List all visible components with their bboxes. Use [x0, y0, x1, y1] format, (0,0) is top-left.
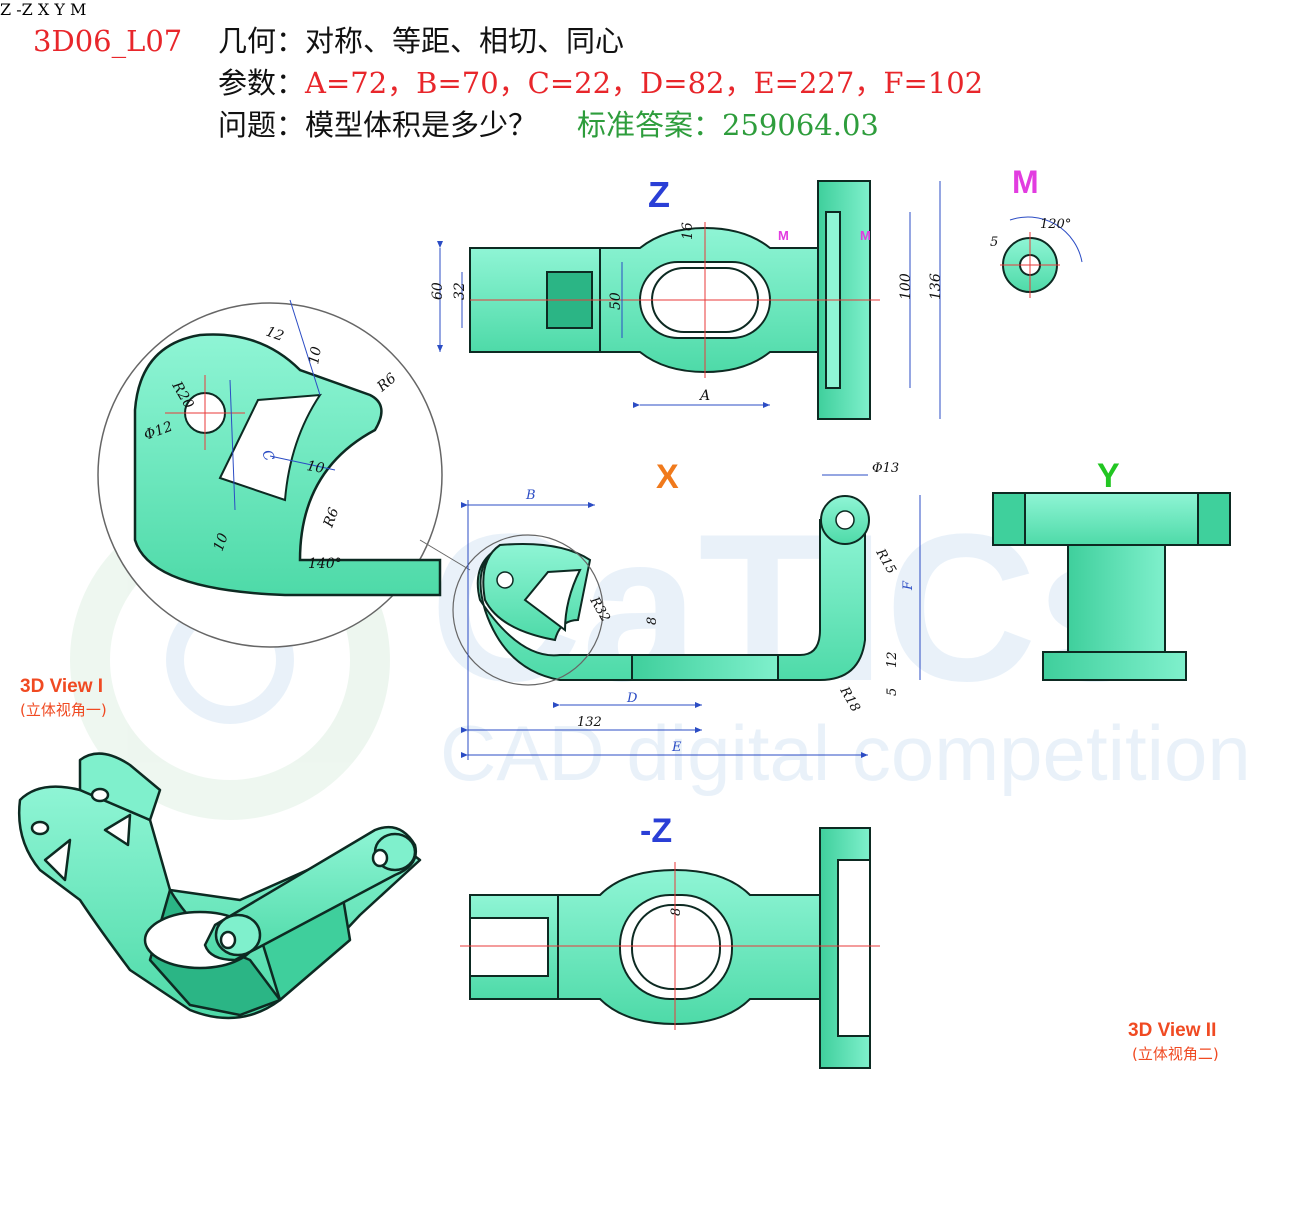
- dim-x-8: 8: [645, 617, 660, 625]
- view2-title: 3D View II: [1128, 1020, 1217, 1041]
- dim-z-32: 32: [452, 282, 468, 300]
- view2-subtitle: (立体视角二): [1132, 1045, 1219, 1063]
- detail-leader: [419, 539, 471, 571]
- dim-z-50: 50: [608, 292, 624, 310]
- y-view: [992, 492, 1231, 681]
- standard-answer: 标准答案：259064.03: [577, 108, 879, 142]
- x-view-dims: [461, 474, 921, 760]
- dim-neg-z-8: 8: [669, 908, 684, 916]
- dim-detail-140: 140°: [308, 556, 342, 572]
- label-x: X: [656, 458, 679, 496]
- dim-detail-r6b: R6: [320, 506, 342, 531]
- arrow-y: Y: [54, 0, 65, 19]
- dim-detail-10c: 10: [211, 531, 232, 553]
- dim-x-phi13: Φ13: [872, 461, 899, 476]
- dim-detail-10a: 10: [306, 345, 325, 365]
- view1-title: 3D View I: [20, 676, 104, 697]
- neg-z-view: [460, 827, 880, 1069]
- dim-detail-12: 12: [264, 324, 286, 345]
- dim-z-60: 60: [430, 282, 446, 300]
- dim-z-16: 16: [680, 222, 696, 240]
- dim-m-5: 5: [990, 235, 998, 250]
- dim-x-b: B: [525, 488, 536, 503]
- arrow-m: M: [69, 0, 87, 19]
- params-line: 参数：A=72，B=70，C=22，D=82，E=227，F=102: [218, 66, 984, 100]
- label-neg-z: -Z: [640, 812, 672, 850]
- view1-subtitle: (立体视角一): [20, 701, 107, 719]
- dim-x-e: E: [671, 740, 682, 755]
- arrow-z-top: Z: [0, 0, 12, 19]
- m-view: [1000, 216, 1083, 298]
- z-section-m2: M: [860, 228, 871, 243]
- dim-x-132: 132: [577, 715, 602, 730]
- dim-z-100: 100: [898, 273, 914, 300]
- label-m: M: [1012, 164, 1039, 200]
- problem-code: 3D06_L07: [33, 24, 183, 58]
- detail-view: [97, 299, 443, 648]
- iso-view-1: [18, 752, 422, 1020]
- geometry-line: 几何：对称、等距、相切、同心: [218, 24, 625, 58]
- dim-x-5: 5: [885, 688, 900, 696]
- x-view: [452, 495, 870, 686]
- label-y: Y: [1097, 457, 1120, 495]
- dim-z-a: A: [698, 388, 710, 404]
- z-view-dims: [437, 181, 941, 419]
- arrow-neg-z: -Z: [16, 0, 33, 19]
- z-view: [469, 180, 880, 420]
- label-z: Z: [648, 174, 670, 215]
- dim-detail-10b: 10: [305, 458, 325, 477]
- dim-z-136: 136: [928, 273, 944, 300]
- question-line: 问题：模型体积是多少？标准答案：259064.03: [218, 108, 879, 142]
- dim-x-12: 12: [885, 651, 900, 668]
- watermark-tagline: CAD digital competition: [440, 709, 1251, 797]
- z-section-m1: M: [778, 228, 789, 243]
- dim-x-d: D: [626, 691, 638, 706]
- dim-x-f: F: [901, 580, 916, 591]
- arrow-x: X: [37, 0, 50, 19]
- dim-m-120: 120°: [1040, 217, 1071, 232]
